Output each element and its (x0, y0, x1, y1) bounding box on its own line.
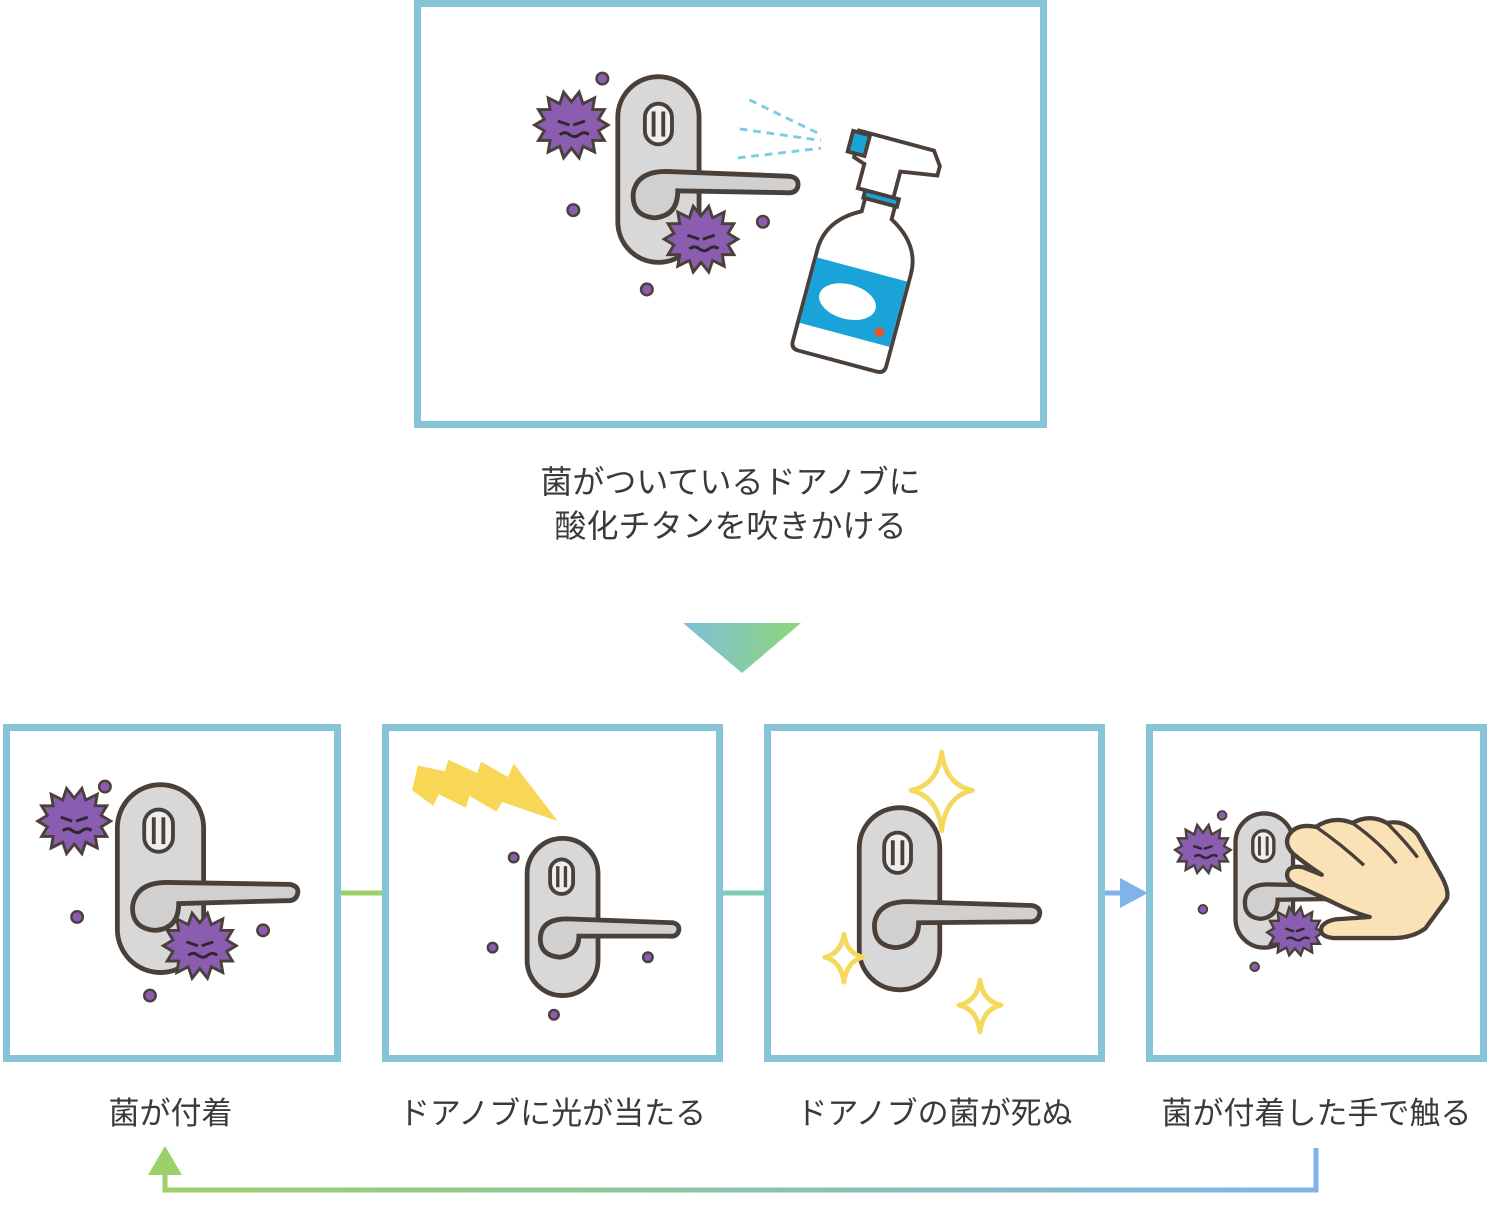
loop-back-line (162, 1148, 1319, 1193)
germ-icon (1172, 822, 1233, 876)
door-handle-icon (856, 805, 1043, 993)
spray-bottle-icon (790, 128, 942, 374)
germ-dot-icon (486, 851, 654, 1021)
light-on-handle-illustration (412, 759, 682, 1021)
top-caption-line2: 酸化チタンを吹きかける (554, 507, 907, 545)
step-4-panel (1146, 724, 1487, 1062)
right-arrow-icon (1120, 878, 1148, 908)
sparkle-icon (822, 749, 1004, 1035)
hand-icon (1284, 816, 1450, 941)
germ-dot-icon (1197, 810, 1260, 973)
germ-dot-icon (566, 71, 770, 297)
top-panel (414, 0, 1047, 428)
germ-dot-icon (70, 779, 271, 1003)
germ-icon (35, 785, 114, 857)
down-arrow-icon (683, 623, 801, 673)
step-2-label: ドアノブに光が当たる (398, 1096, 707, 1132)
spray-scene-illustration (531, 71, 942, 374)
up-arrow-icon (148, 1146, 182, 1175)
top-caption: 菌がついているドアノブに 酸化チタンを吹きかける (414, 460, 1047, 548)
germ-icon (160, 910, 240, 982)
step-1-label: 菌が付着 (108, 1096, 233, 1132)
step-4-label: 菌が付着した手で触る (1161, 1096, 1472, 1132)
light-ray-icon (412, 759, 558, 822)
hand-touching-handle-illustration (1172, 810, 1450, 973)
step-1-panel (3, 724, 341, 1062)
spray-mist-icon (737, 98, 822, 160)
door-handle-icon (524, 835, 682, 998)
germ-icon (661, 203, 741, 276)
step-3-label: ドアノブの菌が死ぬ (796, 1096, 1073, 1132)
top-caption-line1: 菌がついているドアノブに (540, 463, 921, 501)
step-2-panel (382, 724, 723, 1062)
germ-icon (531, 89, 611, 161)
germ-icon (1264, 904, 1325, 958)
germs-on-handle-illustration (35, 779, 301, 1003)
clean-handle-illustration (822, 749, 1043, 1035)
step-3-panel (764, 724, 1105, 1062)
